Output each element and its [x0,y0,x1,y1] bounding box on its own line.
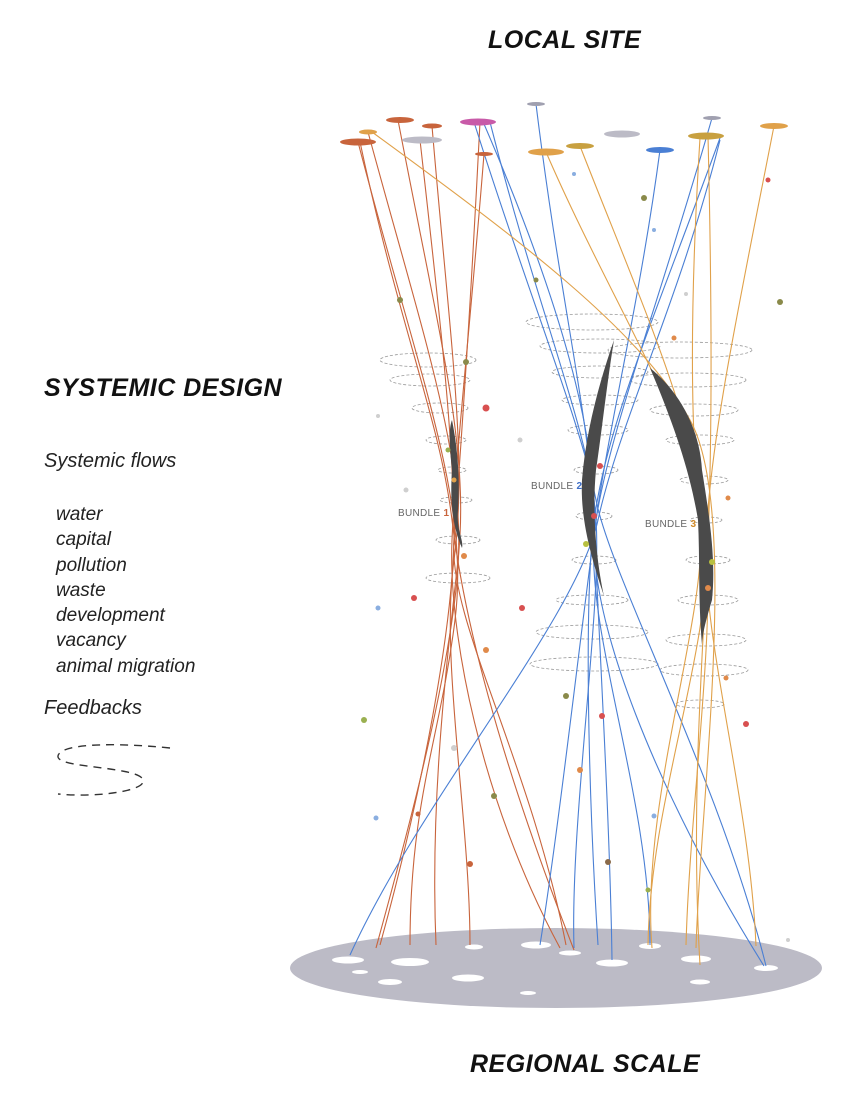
flow-item-waste: waste [56,579,106,601]
regional-disc [290,928,822,1008]
systemic-design-heading: SYSTEMIC DESIGN [44,374,283,402]
flow-item-capital: capital [56,529,111,551]
red-flow-lines [357,119,575,951]
feedbacks-title: Feedbacks [44,697,142,719]
blue-flow-lines [349,103,767,967]
local-site-nodes [340,102,788,156]
local-site-title: LOCAL SITE [488,26,642,54]
flow-list: water capital pollution waste developmen… [56,502,195,679]
flow-item-vacancy: vacancy [56,630,126,652]
bundle-2-label: BUNDLE 2 [531,481,582,492]
flow-item-water: water [56,504,103,525]
bundle-2-twist [581,340,614,596]
regional-scale-title: REGIONAL SCALE [470,1050,701,1078]
bundle-1-label: BUNDLE 1 [398,508,449,519]
regional-nodes [332,941,778,995]
bundle-3-twist [650,368,714,645]
systemic-flows-title: Systemic flows [44,450,177,472]
feedback-loop-icon [57,744,171,796]
flow-item-pollution: pollution [56,554,127,576]
bundle-3-label: BUNDLE 3 [645,519,696,530]
bundle-1-twist [449,420,463,548]
flow-dots [361,172,790,942]
flow-item-animal-migration: animal migration [56,655,196,677]
flow-item-development: development [56,605,165,627]
